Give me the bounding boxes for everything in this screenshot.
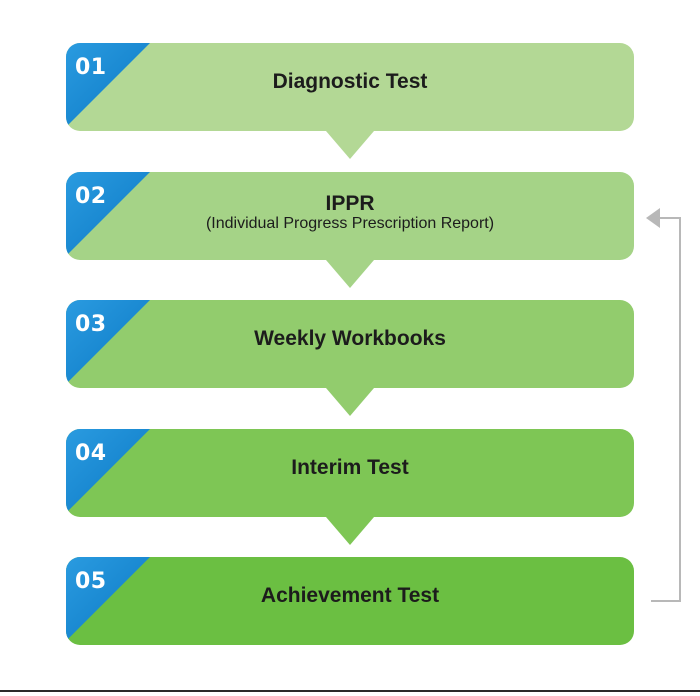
step-title: Achievement Test bbox=[260, 584, 440, 607]
down-arrow-pointer bbox=[326, 517, 374, 545]
down-arrow-pointer bbox=[326, 260, 374, 288]
step-box-weekly-workbooks: 03 Weekly Workbooks bbox=[66, 300, 634, 416]
loop-arrowhead-icon bbox=[646, 208, 660, 228]
down-arrow-pointer bbox=[326, 131, 374, 159]
step-body: 04 Interim Test bbox=[66, 429, 634, 517]
step-title: Diagnostic Test bbox=[272, 70, 428, 93]
step-title: Weekly Workbooks bbox=[254, 327, 446, 350]
step-body: 05 Achievement Test bbox=[66, 557, 634, 645]
loop-back-line bbox=[651, 217, 681, 602]
step-title: Interim Test bbox=[291, 456, 409, 479]
step-title: IPPR bbox=[325, 192, 375, 215]
bottom-divider bbox=[0, 690, 700, 692]
step-number: 03 bbox=[75, 312, 107, 337]
step-box-interim-test: 04 Interim Test bbox=[66, 429, 634, 545]
step-subtitle: (Individual Progress Prescription Report… bbox=[205, 215, 495, 232]
step-number: 05 bbox=[75, 569, 107, 594]
step-box-diagnostic-test: 01 Diagnostic Test bbox=[66, 43, 634, 159]
step-body: 01 Diagnostic Test bbox=[66, 43, 634, 131]
step-body: 02 IPPR (Individual Progress Prescriptio… bbox=[66, 172, 634, 260]
step-number: 02 bbox=[75, 184, 107, 209]
step-number: 01 bbox=[75, 55, 107, 80]
step-box-ippr: 02 IPPR (Individual Progress Prescriptio… bbox=[66, 172, 634, 288]
step-number: 04 bbox=[75, 441, 107, 466]
step-box-achievement-test: 05 Achievement Test bbox=[66, 557, 634, 645]
down-arrow-pointer bbox=[326, 388, 374, 416]
step-body: 03 Weekly Workbooks bbox=[66, 300, 634, 388]
